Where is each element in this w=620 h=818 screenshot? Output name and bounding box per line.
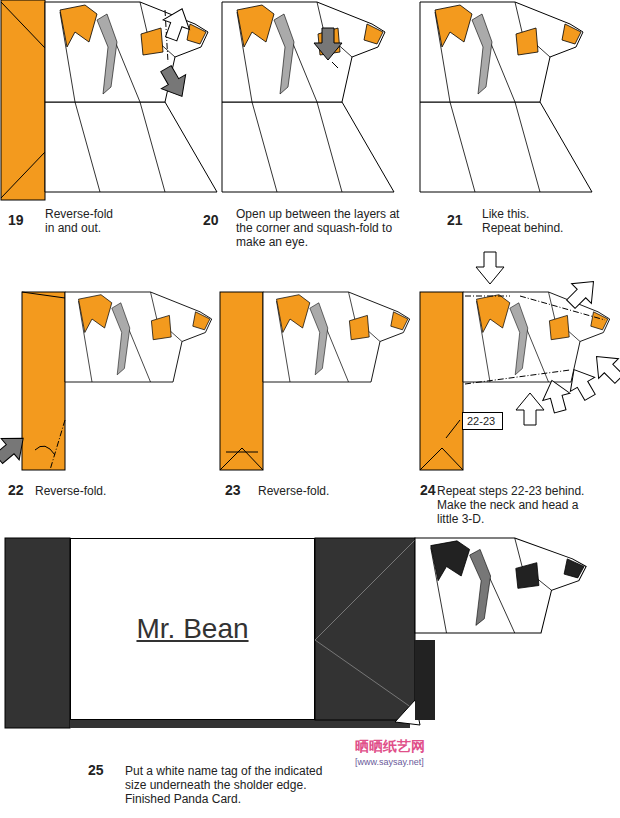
step-number: 23 — [225, 482, 255, 498]
step-number: 19 — [8, 212, 38, 228]
step-number: 21 — [447, 212, 477, 228]
step-reference-box: 22-23 — [462, 412, 503, 430]
step-caption: Reverse-fold in and out. — [45, 207, 121, 235]
watermark-url: [www.saysay.net] — [355, 757, 475, 768]
step-caption: Like this. Repeat behind. — [482, 207, 567, 235]
step-number: 20 — [203, 212, 233, 228]
step-caption: Repeat steps 22-23 behind. Make the neck… — [437, 484, 589, 526]
watermark: 晒晒纸艺网 — [355, 738, 475, 754]
name-text: Mr. Bean — [136, 613, 248, 645]
reference-text: 22-23 — [467, 415, 495, 427]
step-caption: Reverse-fold. — [258, 484, 378, 498]
name-tag: Mr. Bean — [70, 538, 315, 720]
step-caption: Reverse-fold. — [35, 484, 155, 498]
step-number: 22 — [8, 482, 34, 498]
step-caption: Put a white name tag of the indicated si… — [125, 764, 340, 806]
step-number: 25 — [88, 762, 118, 778]
step-caption: Open up between the layers at the corner… — [236, 207, 411, 249]
